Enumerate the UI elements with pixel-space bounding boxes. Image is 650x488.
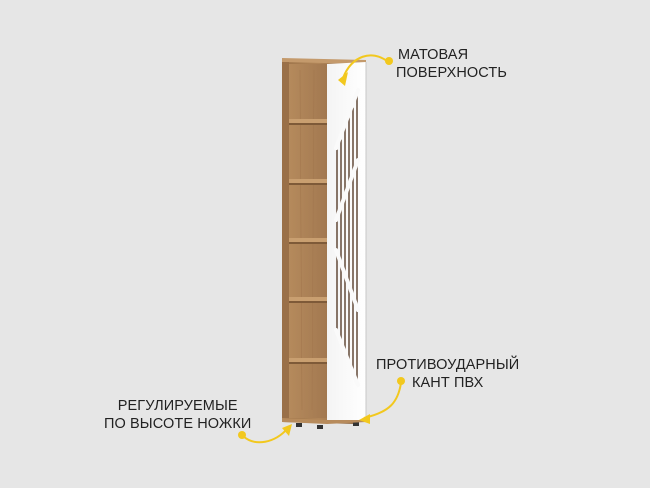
callout-adjustable-legs: РЕГУЛИРУЕМЫЕ ПО ВЫСОТЕ НОЖКИ (104, 397, 251, 433)
leg (317, 425, 323, 429)
slot-pattern (334, 88, 360, 387)
decorative-door-panel (327, 62, 367, 424)
callout-line: РЕГУЛИРУЕМЫЕ (117, 398, 238, 414)
callout-line: ПРОТИВОУДАРНЫЙ (376, 357, 520, 373)
shelves (289, 119, 327, 364)
leg (296, 423, 302, 427)
callout-line: ПО ВЫСОТЕ НОЖКИ (104, 416, 252, 432)
callout-line: КАНТ ПВХ (411, 375, 484, 391)
callout-arrow-legs (238, 424, 292, 444)
leg (353, 422, 359, 426)
callout-line: ПОВЕРХНОСТЬ (396, 65, 507, 81)
callout-line: МАТОВАЯ (398, 47, 469, 63)
callout-arrow-matte (338, 54, 393, 86)
callout-matte-surface: МАТОВАЯ ПОВЕРХНОСТЬ (396, 46, 507, 82)
callout-impact-edge: ПРОТИВОУДАРНЫЙ КАНТ ПВХ (376, 356, 519, 392)
callout-arrow-edge (359, 377, 405, 424)
